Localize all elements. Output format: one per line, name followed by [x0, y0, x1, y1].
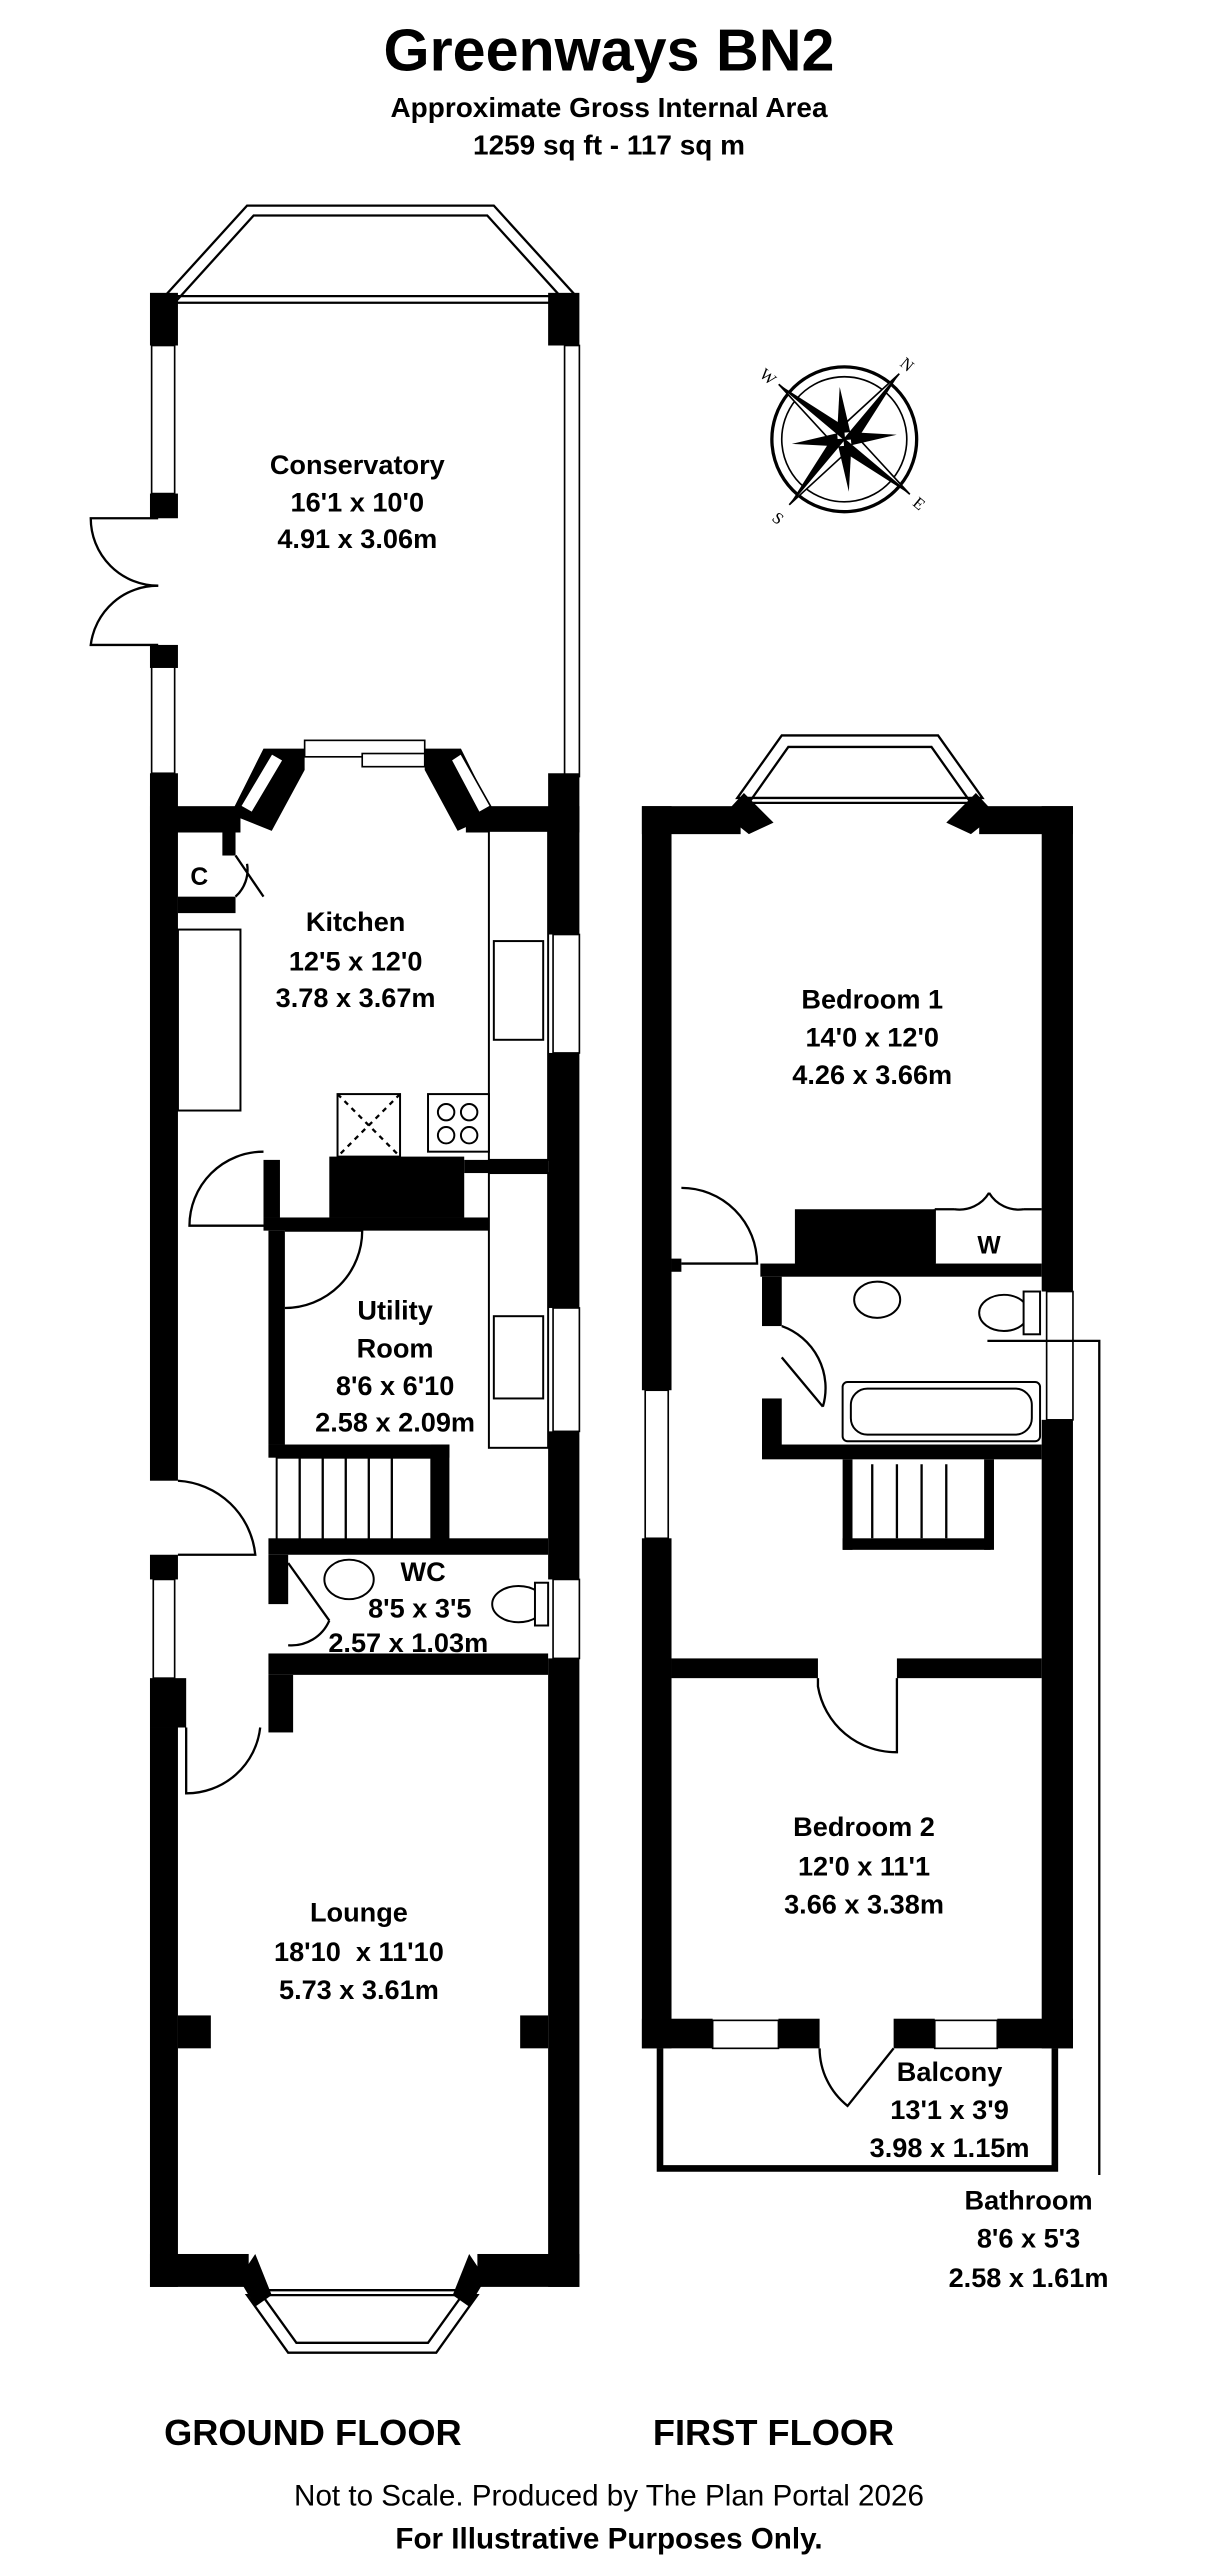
room-size-imperial: 8'6 x 5'3: [977, 2222, 1080, 2253]
footer-note: Not to Scale. Produced by The Plan Porta…: [294, 2480, 924, 2513]
conservatory-bay-glazing: [162, 204, 579, 298]
window: [552, 1578, 581, 1660]
room-size-metric: 3.66 x 3.38m: [784, 1888, 944, 1919]
room-name-utility: Utility: [357, 1294, 432, 1325]
room-size-imperial: 8'6 x 6'10: [336, 1370, 455, 1401]
room-size-imperial: 18'10 x 11'10: [274, 1936, 444, 1967]
hob-icon: [427, 1093, 490, 1153]
room-size-metric: 2.58 x 2.09m: [315, 1406, 475, 1437]
plan-area: 1259 sq ft - 117 sq m: [473, 130, 745, 161]
room-size-imperial: 14'0 x 12'0: [805, 1021, 939, 1052]
basin-icon: [853, 1280, 902, 1319]
basin-icon: [323, 1558, 375, 1601]
room-size-metric: 2.58 x 1.61m: [949, 2262, 1109, 2293]
room-size-metric: 3.98 x 1.15m: [870, 2132, 1030, 2163]
window: [150, 344, 176, 495]
room-name-utility-line2: Room: [357, 1332, 434, 1363]
room-name-bedroom-1: Bedroom 1: [801, 984, 943, 1015]
sink-icon: [492, 1315, 545, 1400]
sink-icon: [492, 940, 545, 1041]
bathroom-door: [780, 1324, 827, 1408]
window: [152, 1578, 176, 1679]
window: [552, 1307, 581, 1433]
front-door: [177, 1479, 257, 1556]
room-size-imperial: 16'1 x 10'0: [290, 487, 424, 518]
compass-e: E: [909, 493, 929, 514]
utility-worktop: [487, 1172, 550, 1449]
room-name-balcony: Balcony: [897, 2056, 1003, 2087]
compass-rose-icon: N E S W: [756, 353, 929, 528]
room-name-wc: WC: [400, 1556, 445, 1587]
room-size-imperial: 8'5 x 3'5: [368, 1592, 471, 1623]
room-size-metric: 4.91 x 3.06m: [277, 523, 437, 554]
room-size-imperial: 12'5 x 12'0: [289, 946, 423, 977]
room-name-conservatory: Conservatory: [270, 449, 445, 480]
room-name-bedroom-2: Bedroom 2: [793, 1811, 935, 1842]
room-name-lounge: Lounge: [310, 1897, 408, 1928]
compass-s: S: [768, 508, 787, 528]
kitchen-worktop: [176, 928, 242, 1112]
bathroom-pointer-line: [987, 1339, 1101, 2176]
toilet-icon: [978, 1293, 1030, 1332]
wardrobe-label: W: [977, 1233, 1001, 1260]
footer-disclaimer: For Illustrative Purposes Only.: [395, 2522, 822, 2555]
room-size-metric: 3.78 x 3.67m: [276, 982, 436, 1013]
room-size-imperial: 13'1 x 3'9: [890, 2094, 1008, 2125]
window: [1045, 1290, 1074, 1421]
room-size-metric: 2.57 x 1.03m: [328, 1627, 488, 1658]
window: [711, 2019, 780, 2050]
staircase: [275, 1456, 433, 1541]
room-size-metric: 5.73 x 3.61m: [279, 1974, 439, 2005]
room-name-bathroom: Bathroom: [964, 2185, 1092, 2216]
compass-w: W: [756, 364, 780, 389]
ground-floor-label: GROUND FLOOR: [164, 2412, 462, 2453]
room-size-metric: 4.26 x 3.66m: [792, 1059, 952, 1090]
window: [552, 933, 581, 1054]
plan-title: Greenways BN2: [384, 17, 835, 84]
room-size-imperial: 12'0 x 11'1: [798, 1851, 930, 1882]
bedroom-bay-window: [735, 734, 985, 800]
lounge-bay-window: [244, 2293, 480, 2354]
room-name-kitchen: Kitchen: [306, 906, 405, 937]
staircase: [871, 1464, 948, 1539]
balcony-door: [818, 2047, 895, 2108]
balcony-outline: [656, 2048, 1059, 2172]
cupboard-label: C: [190, 864, 208, 891]
french-door: [89, 517, 159, 587]
window: [150, 665, 176, 775]
ground-floor-plan: C: [89, 204, 581, 2354]
plan-subtitle: Approximate Gross Internal Area: [390, 92, 827, 123]
window: [933, 2019, 999, 2050]
window: [644, 1389, 670, 1540]
first-floor-plan: W Bedroom 1 14'0 x: [641, 734, 1109, 2293]
compass-n: N: [896, 353, 917, 375]
window: [563, 344, 581, 778]
first-floor-label: FIRST FLOOR: [653, 2412, 894, 2453]
